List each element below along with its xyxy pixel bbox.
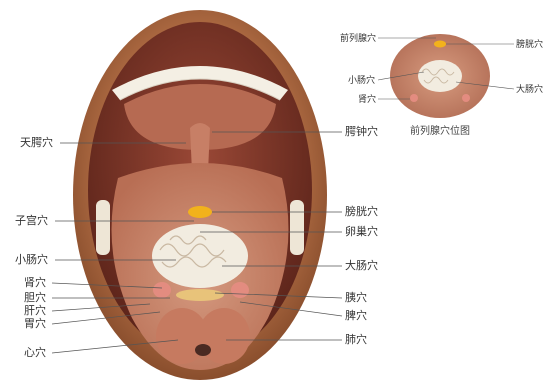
label-tianqiao: 天腭穴 — [20, 137, 53, 149]
bladder-zone — [188, 206, 212, 218]
label-luanchao: 卵巢穴 — [345, 226, 378, 238]
label-yi: 胰穴 — [345, 292, 367, 304]
label-wei: 胃穴 — [24, 318, 46, 330]
label-fei: 肺穴 — [345, 334, 367, 346]
intestine-zone — [152, 224, 248, 288]
inset-label-xiaochang: 小肠穴 — [348, 75, 375, 87]
label-dachang: 大肠穴 — [345, 260, 378, 272]
pancreas-zone — [176, 289, 224, 301]
kidney-right — [231, 282, 249, 298]
inset-label-dachang: 大肠穴 — [516, 84, 543, 96]
label-shen: 肾穴 — [24, 277, 46, 289]
label-pangguang: 膀胱穴 — [345, 206, 378, 218]
kidney-left — [153, 282, 171, 298]
label-gan: 肝穴 — [24, 305, 46, 317]
inset-label-qianliexian: 前列腺穴 — [340, 33, 376, 45]
label-dan: 胆穴 — [24, 292, 46, 304]
label-eqiao: 腭钟穴 — [345, 126, 378, 138]
inset-caption: 前列腺穴位图 — [410, 126, 470, 138]
right-teeth — [290, 200, 304, 255]
left-teeth — [96, 200, 110, 255]
label-pi: 脾穴 — [345, 310, 367, 322]
inset-label-shen: 肾穴 — [358, 94, 376, 106]
label-zigong: 子宫穴 — [15, 215, 48, 227]
label-xin: 心穴 — [24, 347, 46, 359]
inset-diagram — [378, 34, 514, 118]
inset-label-pangguang: 膀胱穴 — [516, 39, 543, 51]
label-xiaochang: 小肠穴 — [15, 254, 48, 266]
